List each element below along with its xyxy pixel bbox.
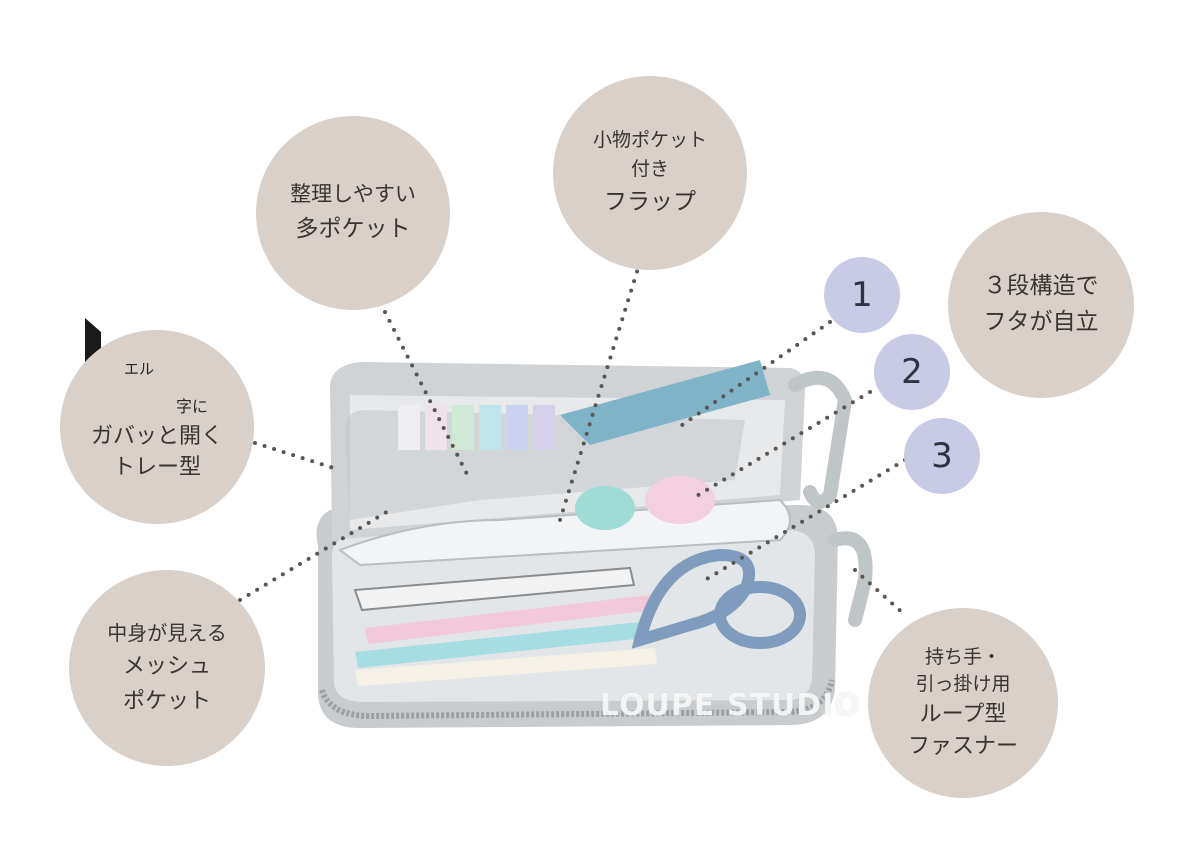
feature-text: ファスナー — [907, 733, 1018, 759]
l-shape-reading: エル — [124, 360, 155, 378]
feature-text: 整理しやすい — [290, 181, 416, 206]
l-shape-suffix: 字に — [176, 397, 209, 416]
feature-multi-pocket: 整理しやすい 多ポケット — [256, 116, 450, 310]
feature-text: 付き — [630, 158, 669, 181]
feature-text: 持ち手・ — [924, 645, 1001, 668]
feature-text: フタが自立 — [983, 309, 1099, 335]
feature-text: フラップ — [604, 188, 696, 215]
number-3-badge: 3 — [904, 418, 980, 494]
feature-three-tier: ３段構造で フタが自立 — [948, 212, 1134, 398]
pencil-case — [316, 360, 873, 728]
feature-flap: 小物ポケット 付き フラップ — [553, 76, 747, 270]
leader-lines — [238, 260, 907, 617]
feature-text: ３段構造で — [983, 273, 1099, 300]
feature-text: ポケット — [122, 689, 211, 714]
studio-watermark: LOUPE STUDIO — [600, 688, 861, 723]
feature-text: ループ型 — [919, 701, 1007, 727]
feature-text: 小物ポケット — [592, 128, 707, 151]
feature-mesh: 中身が見える メッシュ ポケット — [69, 570, 265, 766]
feature-text: ガバッと開く — [90, 424, 223, 450]
feature-text: トレー型 — [112, 455, 201, 481]
feature-text: 引っ掛け用 — [915, 673, 1011, 696]
number-2-badge: 2 — [874, 334, 950, 410]
feature-tray: ガバッと開く トレー型 — [60, 330, 254, 524]
ruler — [560, 360, 770, 445]
feature-text: メッシュ — [122, 653, 211, 679]
number-1-badge: 1 — [824, 257, 900, 333]
feature-loop-zipper: 持ち手・ 引っ掛け用 ループ型 ファスナー — [868, 608, 1058, 798]
feature-text: 中身が見える — [107, 620, 227, 645]
feature-text: 多ポケット — [295, 216, 411, 243]
